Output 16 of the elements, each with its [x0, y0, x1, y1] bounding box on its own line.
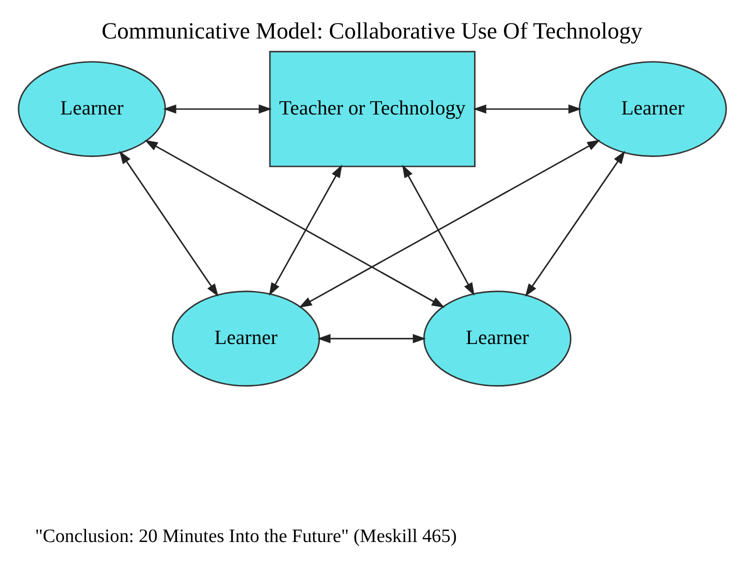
arrow [298, 140, 600, 308]
arrow [268, 164, 342, 296]
arrow [524, 150, 625, 297]
arrow [144, 140, 444, 308]
caption: "Conclusion: 20 Minutes Into the Future" (Meskill 465) [34, 526, 456, 547]
diagram-title: Communicative Model: Collaborative Use Of Technology [101, 18, 642, 44]
arrow [316, 334, 426, 344]
node-ellipse: Learner [17, 61, 166, 157]
node-ellipse: Learner [422, 290, 571, 387]
arrow [118, 150, 218, 297]
node-ellipse: Learner [171, 290, 320, 387]
node-ellipse: Learner [578, 61, 726, 157]
arrow [472, 104, 582, 114]
node-box: Teacher or Technology [268, 50, 476, 168]
arrow [162, 104, 272, 114]
arrow [402, 164, 474, 296]
